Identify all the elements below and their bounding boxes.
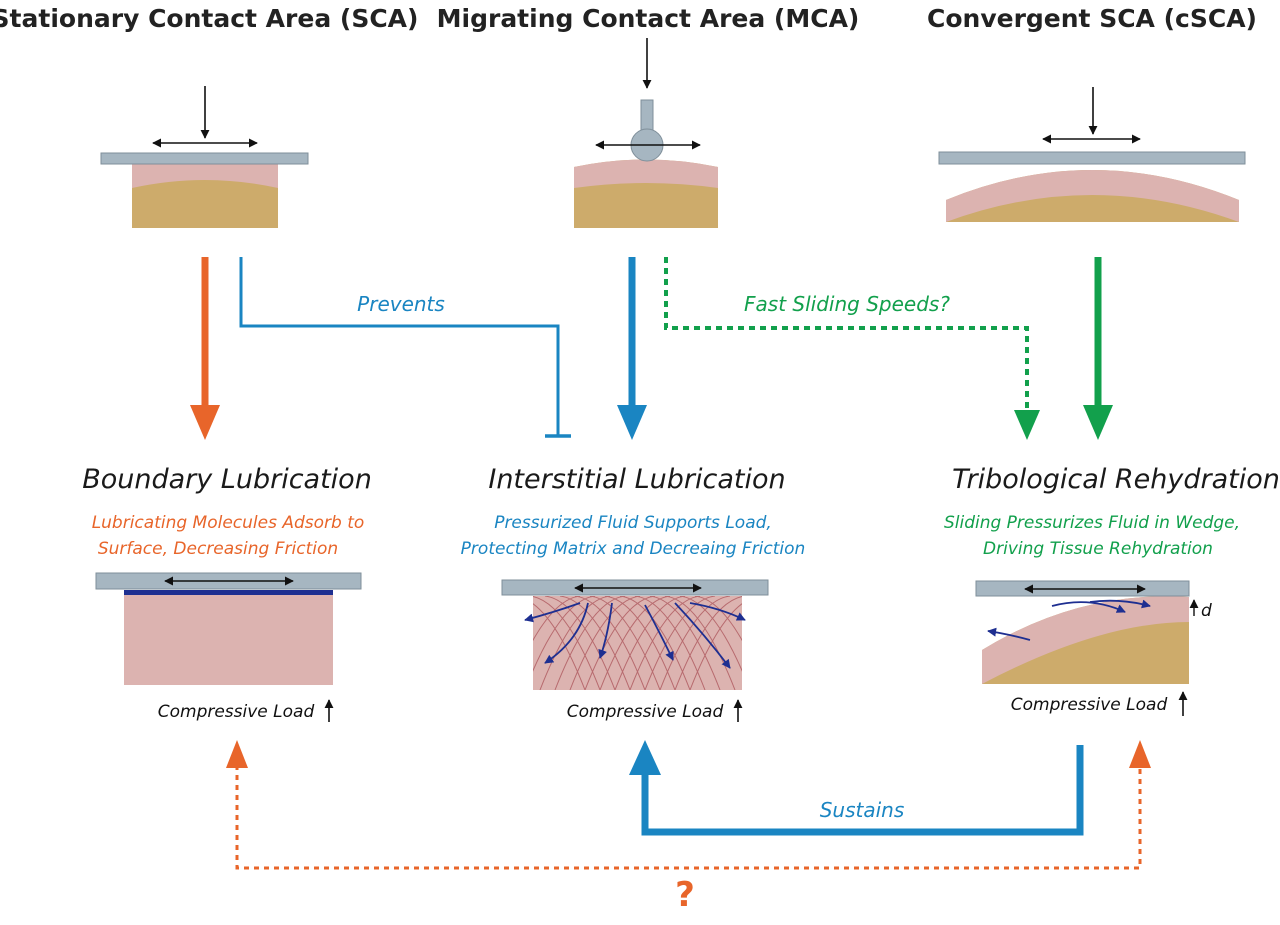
csca-schematic	[938, 87, 1246, 222]
collagen-mesh	[533, 596, 742, 690]
interstitial-desc-line1: Pressurized Fluid Supports Load,	[494, 513, 772, 533]
sca-plate	[100, 152, 309, 165]
boundary-cartilage	[124, 592, 333, 685]
csca-to-rehydration-arrow	[1083, 257, 1113, 440]
rehydration-desc-line2: Driving Tissue Rehydration	[983, 539, 1213, 559]
prevents-label: Prevents	[357, 292, 445, 316]
wedge-flow-arrows	[987, 599, 1151, 641]
rehydration-load-label: Compressive Load	[1011, 695, 1168, 715]
boundary-lubricant-layer	[124, 590, 333, 595]
sca-cartilage	[132, 163, 278, 188]
fluid-flow-arrows	[524, 602, 746, 669]
curved-arrow-icon	[1089, 599, 1151, 609]
curved-arrow-icon	[598, 602, 613, 659]
interstitial-load-label: Compressive Load	[567, 702, 724, 722]
curved-arrow-icon	[524, 602, 581, 623]
sca-to-boundary-arrow	[190, 257, 220, 440]
boundary-schematic	[95, 572, 362, 685]
unknown-connector	[226, 740, 1151, 870]
sustains-connector	[629, 740, 1084, 836]
rehydration-cartilage	[982, 596, 1189, 684]
curved-arrow-icon	[674, 602, 731, 669]
curved-arrow-icon	[689, 602, 746, 621]
csca-cartilage	[946, 170, 1239, 222]
csca-plate	[938, 151, 1246, 165]
header-csca: Convergent SCA (cSCA)	[927, 4, 1257, 33]
interstitial-desc-line2: Protecting Matrix and Decreaing Friction	[461, 539, 806, 559]
interstitial-schematic	[501, 579, 769, 690]
curved-arrow-icon	[644, 604, 674, 661]
curved-arrow-icon	[544, 602, 589, 664]
sca-schematic	[100, 86, 309, 228]
curved-arrow-icon	[987, 627, 1031, 641]
mca-cartilage	[574, 159, 718, 188]
rehydration-schematic: d	[975, 580, 1212, 684]
sustains-label: Sustains	[820, 798, 905, 822]
mca-to-interstitial-arrow	[617, 257, 647, 440]
gap-d-label: d	[1201, 601, 1212, 621]
mca-schematic	[574, 38, 718, 228]
interstitial-lubrication-title: Interstitial Lubrication	[488, 464, 785, 495]
unknown-question-mark: ?	[675, 875, 695, 915]
rehydration-desc-line1: Sliding Pressurizes Fluid in Wedge,	[944, 513, 1240, 533]
fast-sliding-connector	[664, 257, 1040, 440]
boundary-desc-line2: Surface, Decreasing Friction	[98, 539, 338, 559]
tribological-rehydration-title: Tribological Rehydration	[952, 464, 1280, 495]
boundary-lubrication-title: Boundary Lubrication	[82, 464, 372, 495]
fast-sliding-label: Fast Sliding Speeds?	[744, 292, 950, 316]
curved-arrow-icon	[1051, 601, 1126, 613]
header-sca: Stationary Contact Area (SCA)	[0, 4, 418, 33]
boundary-load-label: Compressive Load	[158, 702, 315, 722]
header-mca: Migrating Contact Area (MCA)	[437, 4, 860, 33]
prevents-connector	[239, 257, 571, 438]
boundary-desc-line1: Lubricating Molecules Adsorb to	[92, 513, 365, 533]
